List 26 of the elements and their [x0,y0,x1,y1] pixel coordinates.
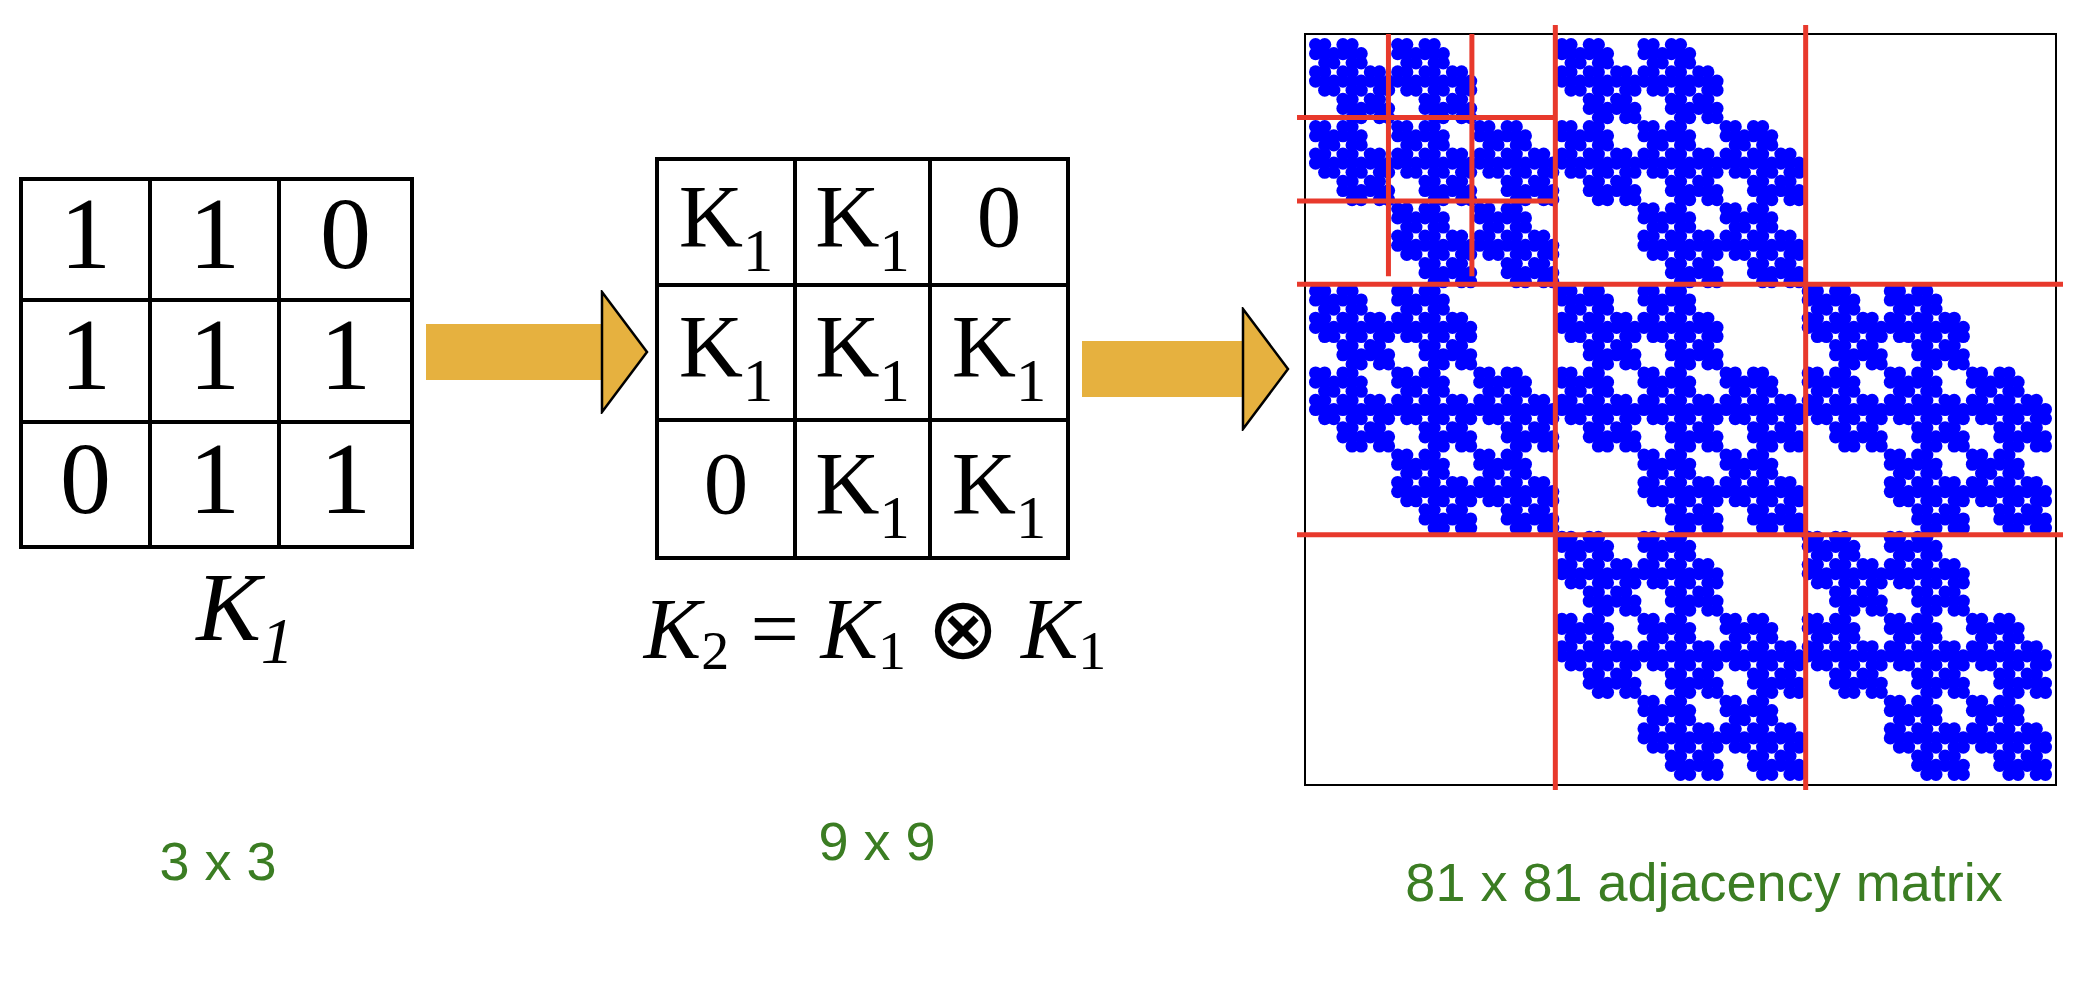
size-caption: 81 x 81 adjacency matrix [1405,851,2003,914]
matrix-entry: 1 [23,181,152,302]
matrix-entry: K$_{1}$ [932,287,1066,422]
matrix-entry: 1 [23,302,152,424]
formula: K$_{2}$ = K$_{1}$ ⊗ K$_{1}$ [643,580,1107,682]
matrix-entry: 1 [281,302,410,424]
matrix-entry: K$_{1}$ [797,161,932,287]
matrix-entry: K$_{1}$ [797,287,932,422]
block-arrow [426,290,649,414]
size-caption: 9 x 9 [818,810,936,873]
matrix-entry: 1 [281,424,410,545]
matrix-entry: K$_{1}$ [659,287,797,422]
adjacency-matrix-drawing [1296,24,2064,792]
matrix-entry: 1 [152,302,281,424]
matrix-entry: 1 [152,424,281,545]
matrix-entry: K$_{1}$ [659,161,797,287]
matrix-name: K$_{1}$ [196,553,294,667]
matrix-entry: 0 [23,424,152,545]
matrix-entry: 0 [281,181,410,302]
matrix-entry: 0 [932,161,1066,287]
matrix-entry: K$_{1}$ [797,422,932,556]
matrix-entry: 0 [659,422,797,556]
size-caption: 3 x 3 [159,830,277,893]
matrix-entry: K$_{1}$ [932,422,1066,556]
block-arrow [1082,307,1290,431]
matrix-entry: 1 [152,181,281,302]
